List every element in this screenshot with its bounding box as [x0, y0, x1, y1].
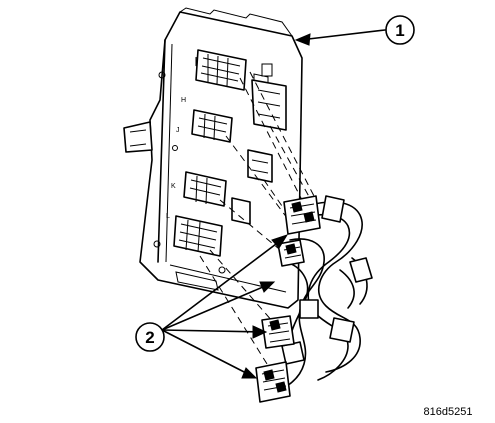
panel-letter: H — [181, 97, 186, 104]
harness-connector-1 — [283, 195, 321, 235]
module-socket-7 — [231, 197, 251, 225]
module-socket-6 — [247, 149, 273, 183]
module-socket-4 — [173, 215, 223, 257]
module-socket-1 — [195, 49, 247, 91]
harness-connector-4 — [255, 361, 291, 403]
module-socket-2 — [191, 109, 233, 143]
callout-1-label: 1 — [395, 21, 404, 40]
figure-code: 816d5251 — [424, 406, 473, 418]
module-socket-3 — [183, 171, 227, 207]
callout-1: 1 — [294, 15, 415, 46]
panel-letter: J — [176, 127, 180, 134]
module-panel-letters: H J K L — [166, 97, 186, 220]
harness-connector-2 — [277, 239, 305, 267]
callout-2-label: 2 — [145, 328, 154, 347]
panel-letter: K — [171, 183, 176, 190]
callout-2: 2 — [135, 234, 289, 379]
harness-connector-3 — [261, 315, 295, 349]
module-socket-5 — [251, 63, 287, 131]
panel-letter: L — [166, 213, 170, 220]
